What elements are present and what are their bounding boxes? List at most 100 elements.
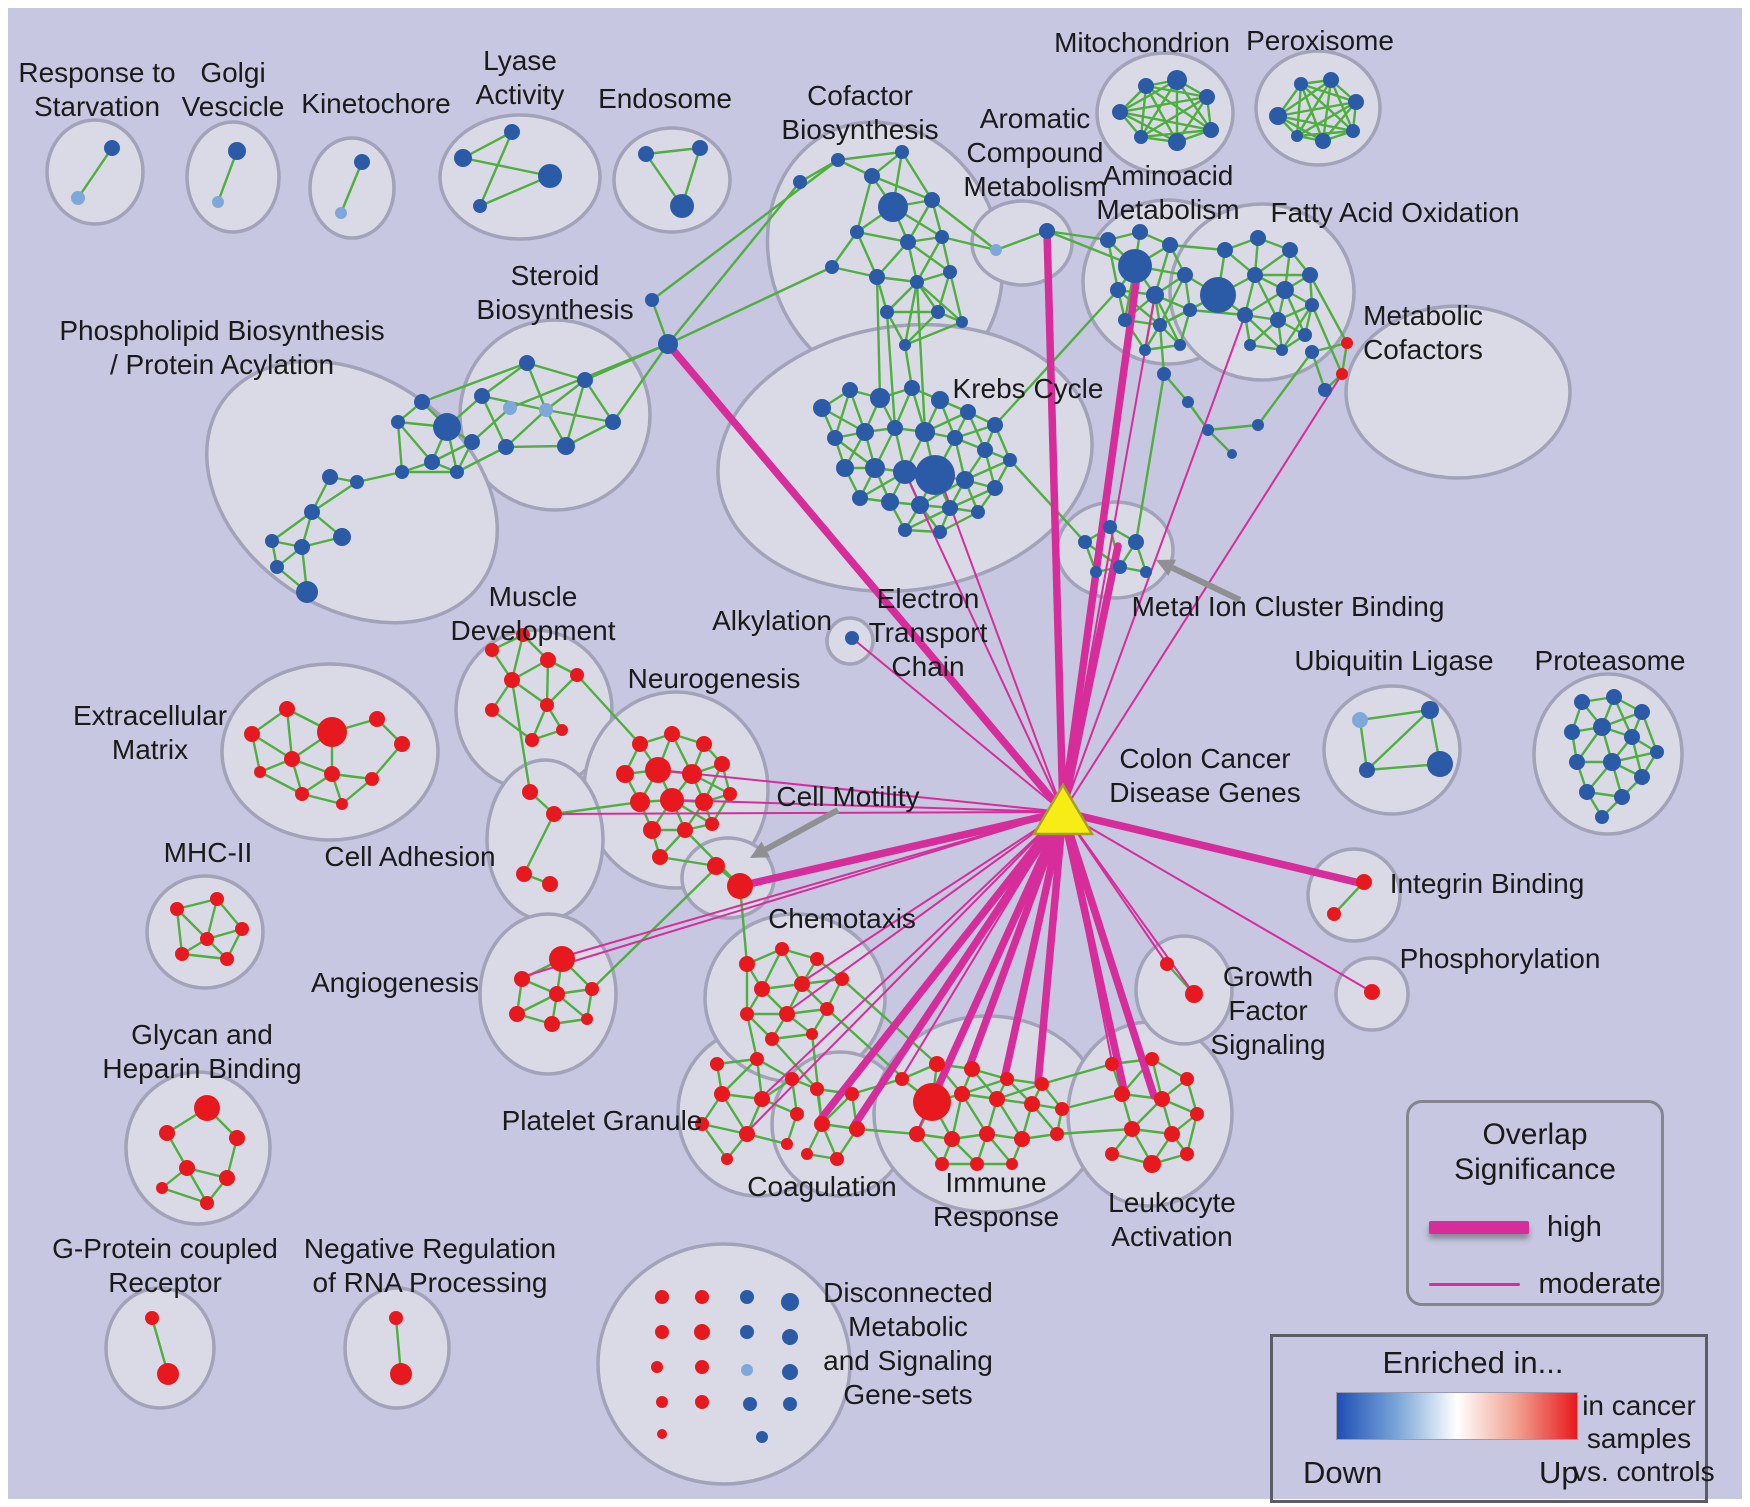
steroid-biosynthesis-edge: [525, 362, 548, 411]
peroxisome-node: [1294, 77, 1308, 91]
cofactor-biosynthesis-edge: [907, 241, 951, 273]
platelet-granule-node: [781, 1138, 793, 1150]
disconnected-genesets-node: [656, 1396, 668, 1408]
chemotaxis-node: [740, 1007, 754, 1021]
intercluster-edge: [456, 445, 507, 474]
chemotaxis-node: [794, 976, 810, 992]
cofactor-biosynthesis-edge: [886, 281, 918, 313]
golgi-vescicle-node: [228, 142, 246, 160]
alkylation-node: [845, 631, 859, 645]
label-fatty-acid-oxidation: Fatty Acid Oxidation: [1270, 197, 1519, 228]
aminoacid-metabolism-node: [1146, 286, 1164, 304]
chemotaxis-node: [765, 1032, 779, 1046]
glycan-heparin-binding-edge: [161, 1186, 208, 1205]
fatty-acid-oxidation-node: [1276, 281, 1294, 299]
overlap-edge-high: [1059, 808, 1368, 888]
coagulation-node: [845, 1087, 859, 1101]
peroxisome-edge: [1295, 83, 1303, 137]
disconnected-genesets-node: [695, 1290, 709, 1304]
glycan-heparin-binding-node: [200, 1196, 214, 1210]
proteasome-node: [1574, 694, 1590, 710]
electron-transport-chain-node: [915, 455, 955, 495]
immune-response-node: [1006, 1158, 1018, 1170]
cofactor-biosynthesis-node: [900, 234, 916, 250]
cofactor-biosynthesis-node: [864, 168, 880, 184]
chemotaxis-node: [810, 952, 824, 966]
neurogenesis-node: [682, 764, 702, 784]
metabolic-connectors-edge: [1207, 423, 1259, 432]
ubiquitin-ligase-node: [1359, 762, 1375, 778]
muscle-development-node: [525, 733, 539, 747]
cell-adhesion-node: [542, 876, 558, 892]
electron-transport-chain-node: [827, 430, 843, 446]
mitochondrion-node: [1138, 78, 1154, 94]
label-angiogenesis: Angiogenesis: [311, 967, 479, 998]
leukocyte-activation-group-ellipse: [1066, 1020, 1234, 1208]
coagulation-node: [830, 1152, 844, 1166]
disconnected-genesets-node: [740, 1325, 754, 1339]
glycan-heparin-binding-node: [156, 1182, 168, 1194]
electron-transport-chain-node: [852, 490, 868, 506]
overlap-edge-moderate: [761, 811, 1064, 1098]
cell-motility-pointer-head: [750, 841, 771, 858]
overlap-high-row: high: [1429, 1211, 1661, 1244]
label-integrin-binding: Integrin Binding: [1390, 868, 1585, 899]
intercluster-edge: [591, 867, 717, 990]
cofactor-biosynthesis-node: [895, 145, 909, 159]
disconnected-genesets-node: [655, 1325, 669, 1339]
cofactor-biosynthesis-node: [831, 153, 845, 167]
disconnected-genesets-node: [655, 1290, 669, 1304]
cofactor-biosynthesis-node: [910, 275, 924, 289]
fatty-acid-oxidation-node: [1250, 230, 1266, 246]
aminoacid-metabolism-edge: [1158, 274, 1187, 326]
fatty-acid-oxidation-node: [1200, 277, 1236, 313]
extracellular-matrix-node: [336, 798, 348, 810]
neurogenesis-node: [695, 793, 713, 811]
aminoacid-metabolism-node: [1100, 232, 1116, 248]
mitochondrion-node: [1167, 70, 1187, 90]
intercluster-edge: [667, 265, 833, 346]
cofactor-biosynthesis-edge: [837, 150, 903, 162]
label-peroxisome: Peroxisome: [1246, 25, 1394, 56]
phospholipid-protein-acylation-node: [433, 413, 461, 441]
glycan-heparin-binding-node: [219, 1170, 235, 1186]
extracellular-matrix-group-ellipse: [220, 662, 440, 842]
electron-transport-chain-edge: [939, 510, 979, 534]
immune-response-node: [1000, 1072, 1014, 1086]
chemotaxis-node: [779, 1006, 795, 1022]
chemotaxis-node: [806, 1028, 818, 1040]
label-metal-ion-cluster-binding: Metal Ion Cluster Binding: [1132, 591, 1445, 622]
enrichment-note: in cancer samples vs. controls: [1573, 1389, 1715, 1488]
mhc-ii-edge: [175, 908, 184, 955]
muscle-development-edge: [491, 709, 533, 741]
cofactor-biosynthesis-node: [943, 265, 957, 279]
intercluster-edge: [738, 885, 749, 965]
intercluster-edge: [1257, 351, 1313, 426]
enrichment-note-line2: samples: [1586, 1423, 1692, 1454]
ubiquitin-ligase-node: [1427, 751, 1453, 777]
electron-transport-chain-node: [1003, 453, 1017, 467]
intercluster-edge: [1134, 373, 1166, 543]
overlap-edge-moderate: [521, 811, 1064, 978]
immune-response-node: [913, 1083, 951, 1121]
immune-response-node: [954, 1086, 970, 1102]
steroid-biosynthesis-node: [605, 414, 621, 430]
overlap-edge-high: [664, 340, 1067, 816]
metabolic-connectors-node: [1202, 424, 1214, 436]
immune-response-node: [935, 1157, 949, 1171]
enrichment-legend: Enriched in... Down Up in cancer samples…: [1270, 1334, 1715, 1503]
electron-transport-chain-node: [904, 380, 920, 396]
angiogenesis-node: [581, 1013, 593, 1025]
kinetochore-node: [335, 207, 347, 219]
chemotaxis-node: [820, 1002, 834, 1016]
leukocyte-activation-node: [1105, 1147, 1119, 1161]
platelet-granule-node: [714, 1086, 730, 1102]
mitochondrion-edge: [1119, 78, 1178, 114]
